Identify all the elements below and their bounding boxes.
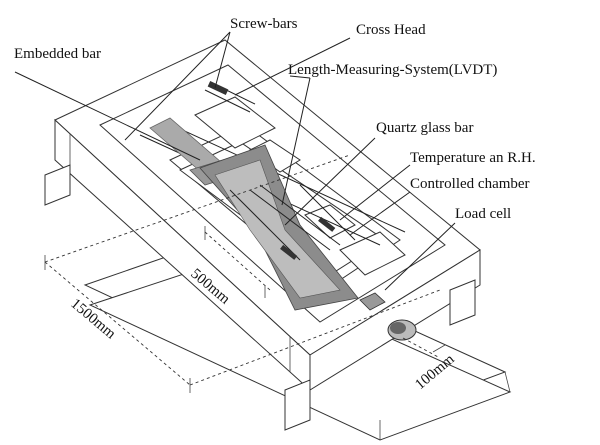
label-quartz: Quartz glass bar [376, 120, 473, 136]
label-cross-head: Cross Head [356, 22, 426, 38]
label-embedded-bar: Embedded bar [14, 46, 101, 62]
label-screw-bars: Screw-bars [230, 16, 298, 32]
label-chamber: Controlled chamber [410, 176, 530, 192]
dimension-lines [44, 154, 446, 393]
lvdt-rods [229, 184, 356, 261]
load-cell [359, 292, 417, 341]
label-load-cell: Load cell [455, 206, 511, 222]
leader-lines [14, 31, 456, 291]
specimen [199, 144, 359, 311]
label-lvdt: Length-Measuring-System(LVDT) [288, 62, 497, 78]
label-temperature: Temperature an R.H. [410, 150, 536, 166]
